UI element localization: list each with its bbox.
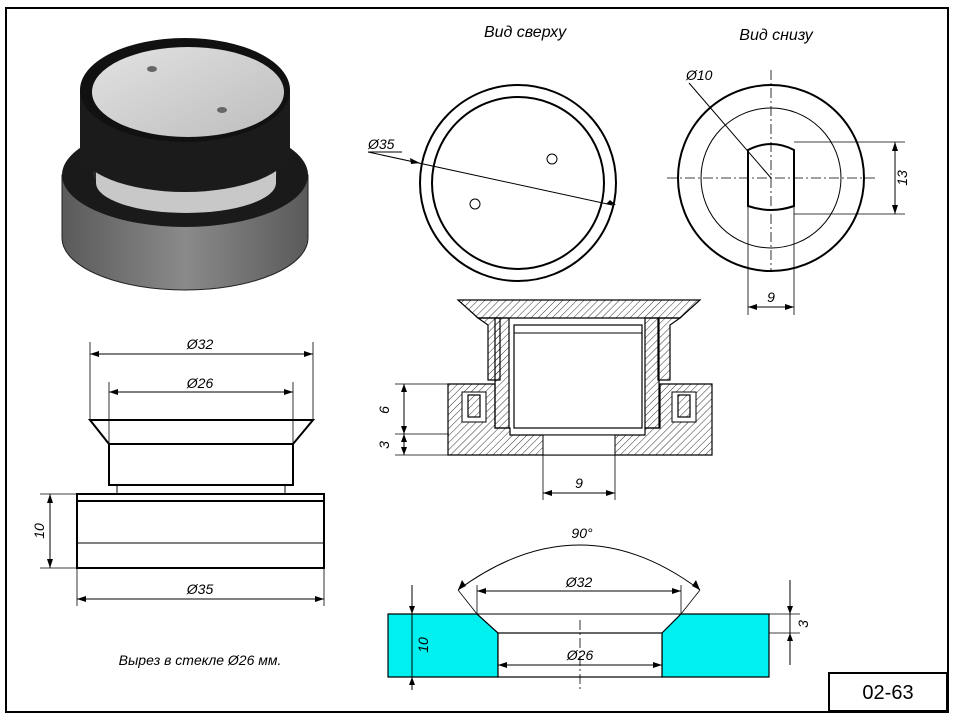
dim-h3: 3 xyxy=(376,441,392,449)
dim-w9-section: 9 xyxy=(575,475,583,491)
dim-d35-top: Ø35 xyxy=(367,136,395,152)
glass-right xyxy=(661,613,770,678)
cap-cylinder xyxy=(108,443,294,486)
dim-d26-cut: Ø26 xyxy=(566,647,594,663)
bottom-view-title: Вид снизу xyxy=(739,27,813,44)
dim-d10: Ø10 xyxy=(685,67,713,83)
dim-h13: 13 xyxy=(894,170,910,186)
screw-hole-render xyxy=(147,66,157,72)
dim-d35-left: Ø35 xyxy=(186,581,214,597)
dim-d32: Ø32 xyxy=(186,336,214,352)
dim-h10-cut: 10 xyxy=(415,637,431,653)
cross-section: 6 3 9 xyxy=(376,299,713,500)
cutout-note: Вырез в стекле Ø26 мм. xyxy=(119,652,282,668)
dim-angle90: 90° xyxy=(571,525,593,541)
sheet-frame xyxy=(5,7,949,713)
code-box xyxy=(828,672,948,712)
top-view: Вид сверху Ø35 xyxy=(367,24,617,282)
product-render xyxy=(61,38,309,291)
section-base xyxy=(447,383,713,456)
dim-h10-left: 10 xyxy=(31,523,47,539)
angle-arc xyxy=(457,544,701,591)
dim-d32-cut: Ø32 xyxy=(565,574,593,590)
dim-d26: Ø26 xyxy=(186,375,214,391)
dim-line-d35-top xyxy=(367,151,613,206)
screw-hole xyxy=(469,198,481,210)
dim-h3-cut: 3 xyxy=(795,620,811,628)
bottom-view: Вид снизу Ø10 13 9 xyxy=(667,27,910,315)
screw-hole xyxy=(546,153,558,165)
glass-cutout: 90° Ø32 Ø26 10 3 xyxy=(387,525,811,690)
base-ring xyxy=(76,500,325,569)
top-view-title: Вид сверху xyxy=(484,24,567,41)
side-view: Ø32 Ø26 10 Ø35 xyxy=(31,336,325,606)
dim-h6: 6 xyxy=(376,406,392,414)
cap-cone xyxy=(87,419,316,445)
dim-w9-bottom: 9 xyxy=(767,289,775,305)
glass-left xyxy=(387,613,499,678)
screw-hole-render xyxy=(217,107,227,113)
drawing-code: 02-63 xyxy=(862,682,913,704)
